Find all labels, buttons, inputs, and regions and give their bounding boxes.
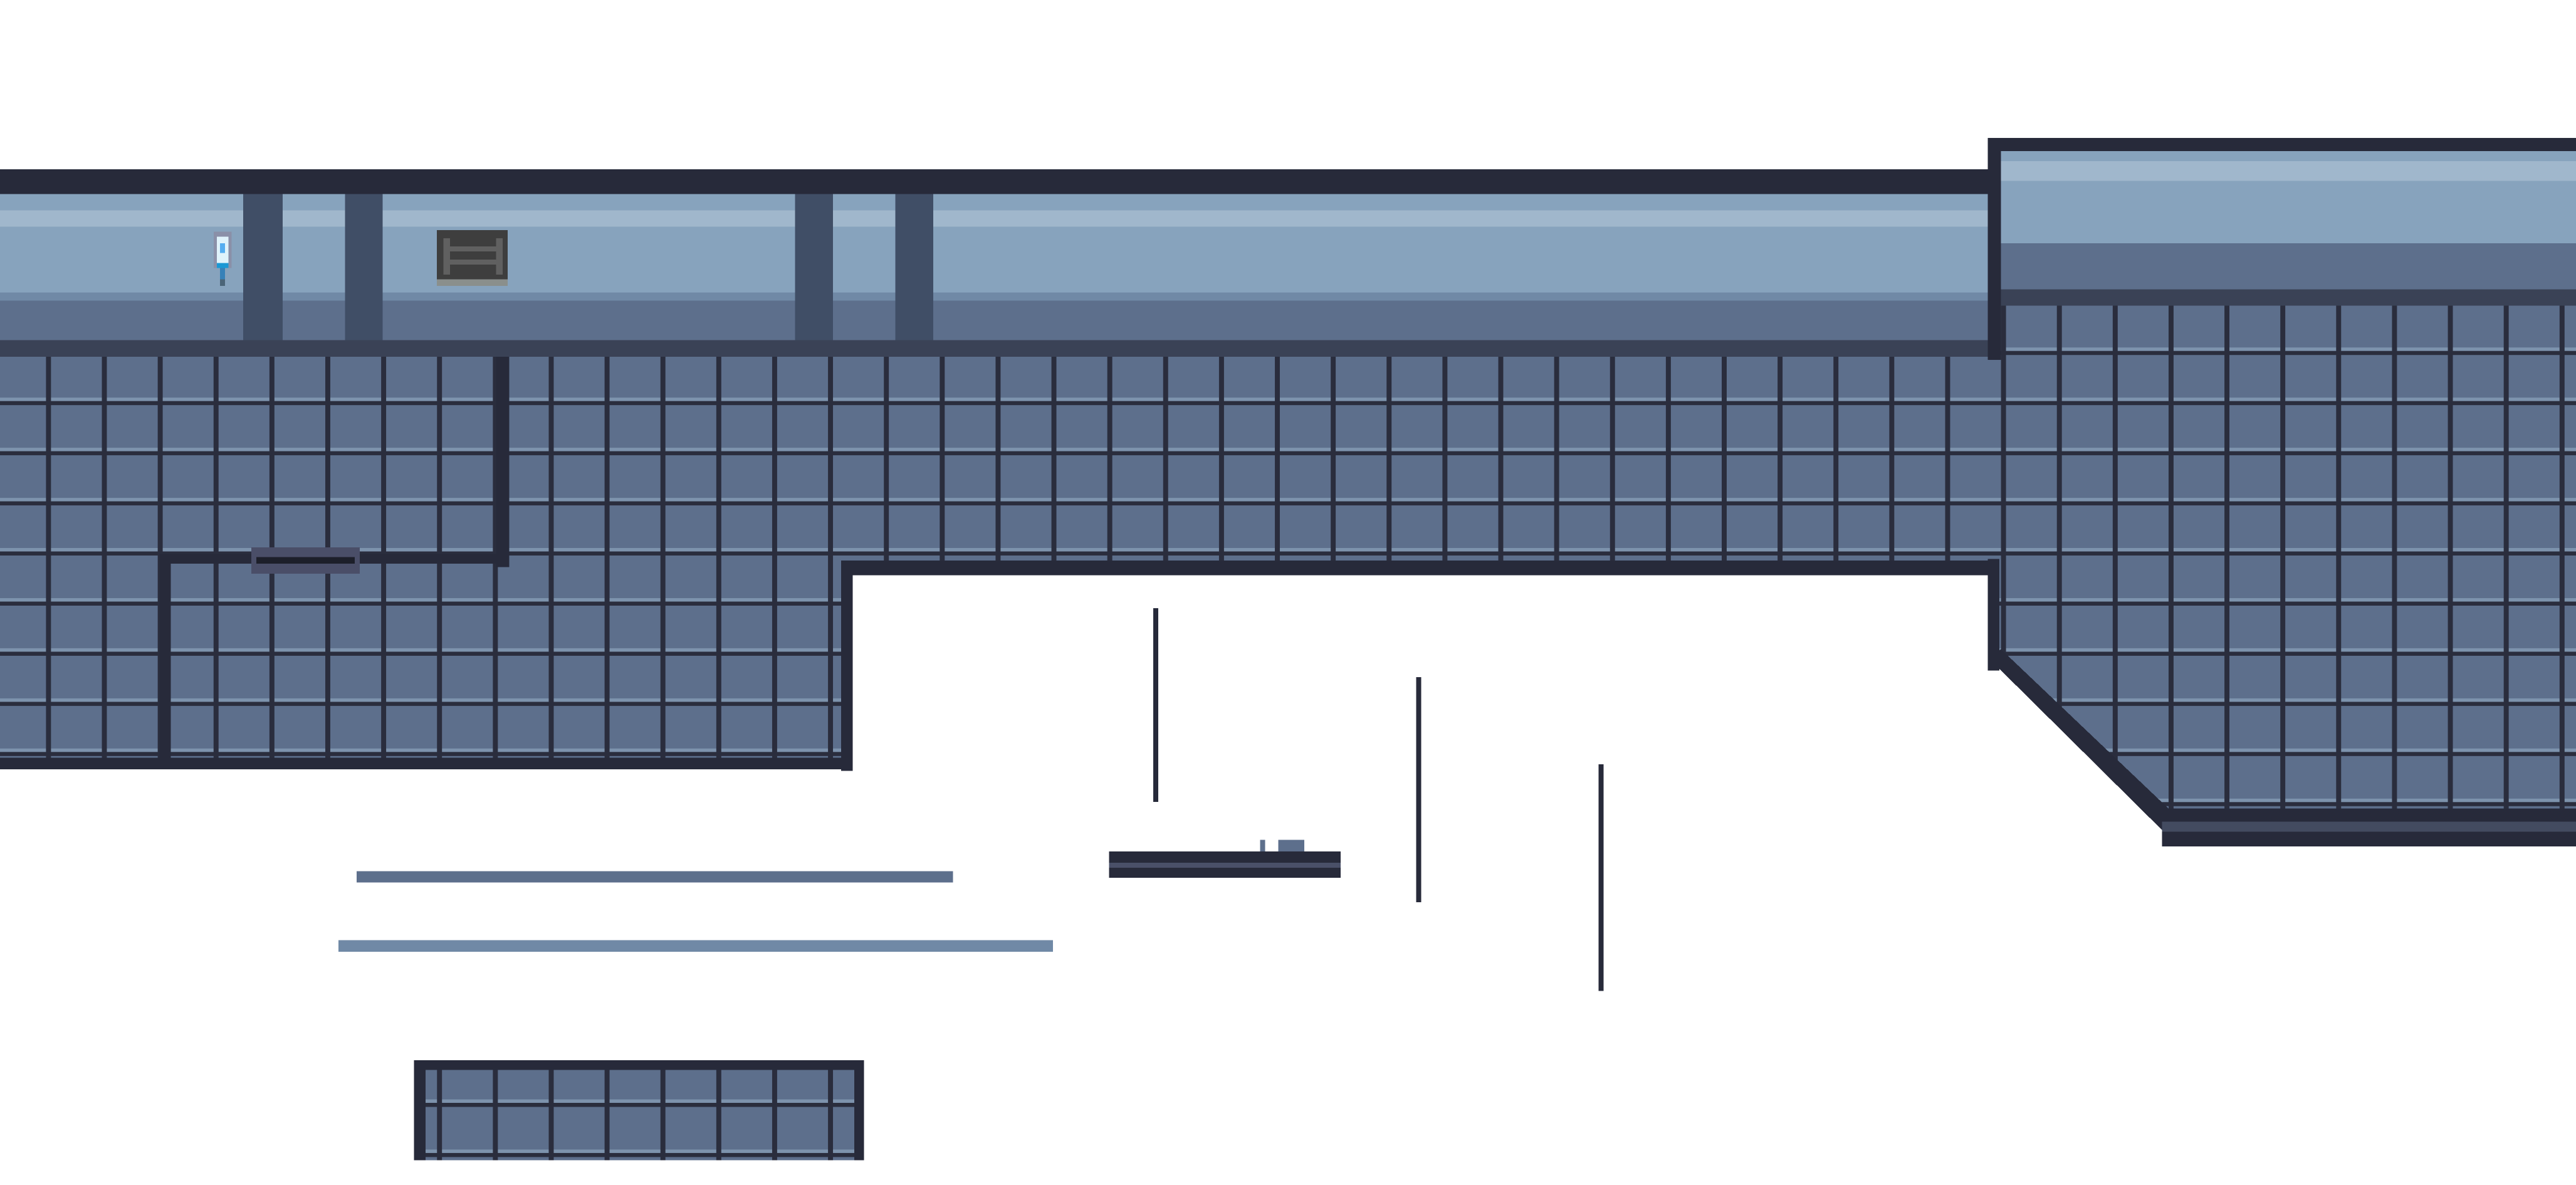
pole <box>1598 764 1604 991</box>
floor-tiles <box>0 303 2576 1161</box>
corridor-wall <box>0 138 2001 361</box>
right-room-wall <box>1987 138 2576 306</box>
wall-vent-icon <box>437 229 508 287</box>
pole <box>1153 608 1158 803</box>
wall-pillars <box>243 194 933 340</box>
small-ledge <box>1109 840 1341 878</box>
floor-outline <box>0 353 2576 1161</box>
thin-platform <box>338 940 1054 952</box>
pole <box>1416 677 1422 903</box>
hanging-poles <box>1153 608 1604 991</box>
thin-platform <box>356 871 953 883</box>
crystal-torch-icon <box>213 231 232 287</box>
floor-hatch-slot <box>256 557 355 564</box>
thin-platforms <box>338 871 1054 952</box>
